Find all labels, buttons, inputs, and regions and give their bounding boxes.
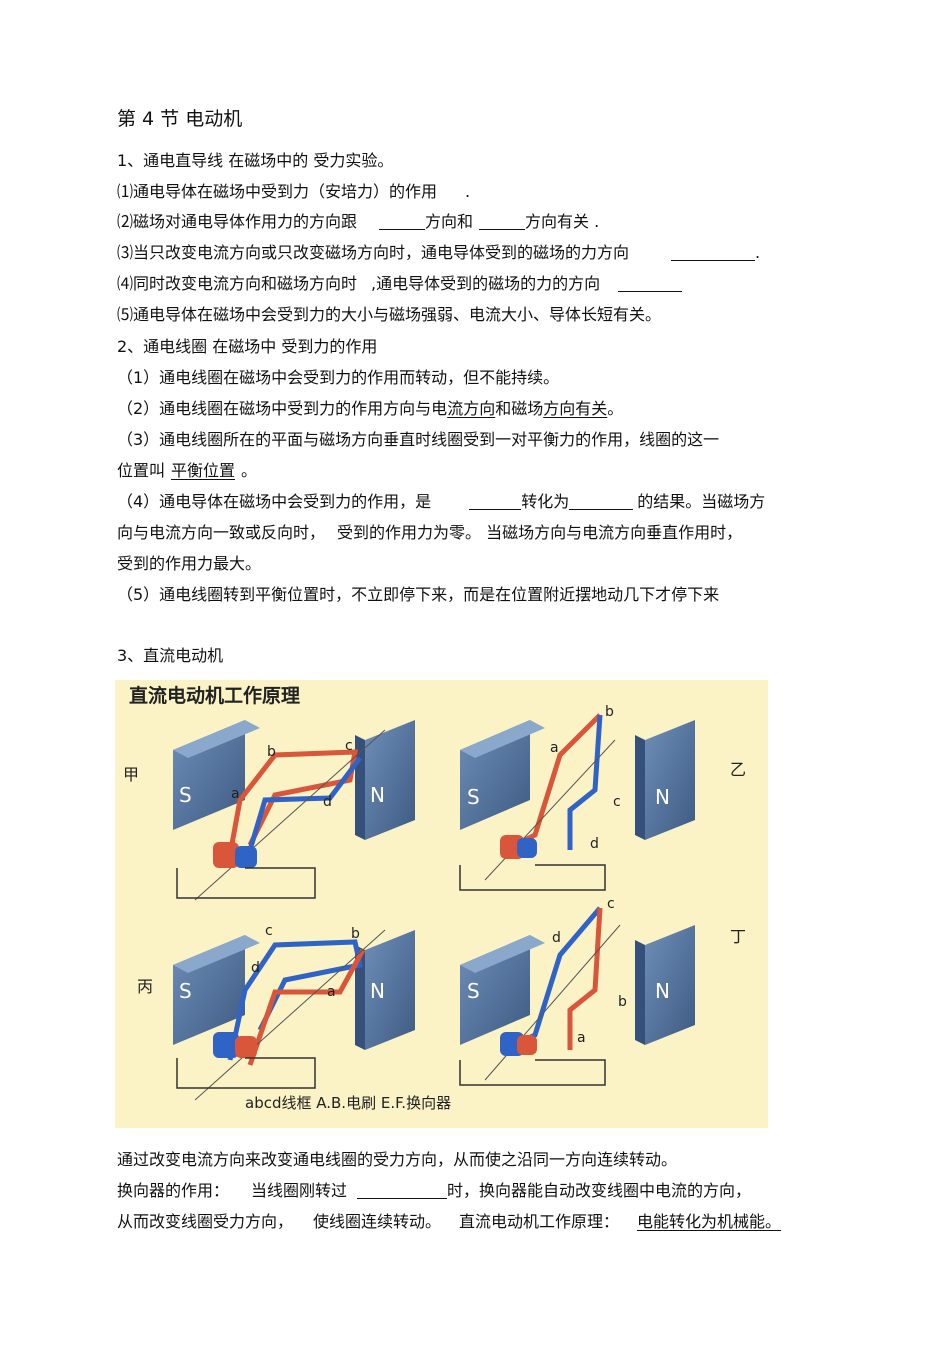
magnet-n — [645, 720, 695, 840]
pole-s: S — [179, 783, 192, 807]
pole-n: N — [655, 785, 670, 809]
s3-paragraph-3: 从而改变线圈受力方向，使线圈连续转动。直流电动机工作原理：电能转化为机械能。 — [117, 1212, 782, 1231]
s2-item-5: （5）通电线圈转到平衡位置时，不立即停下来，而是在位置附近摆地动几下才停下来 — [117, 585, 720, 604]
magnet-n — [365, 930, 415, 1050]
svg-text:b: b — [605, 704, 614, 720]
commutator — [213, 1032, 239, 1058]
page-title: 第 4 节 电动机 — [117, 108, 243, 130]
pole-n: N — [655, 979, 670, 1003]
answer-blank[interactable] — [479, 213, 526, 230]
svg-text:d: d — [552, 930, 561, 946]
dc-motor-figure: 直流电动机工作原理 abcd线框 A.B.电刷 E.F.换向器 甲 S N b … — [115, 680, 768, 1128]
s1-item-4: ⑷同时改变电流方向和磁场方向时,通电导体受到的磁场的力的方向 — [117, 273, 683, 295]
section-1-heading: 1、通电直导线 在磁场中的 受力实验。 — [117, 151, 394, 170]
figure-title: 直流电动机工作原理 — [129, 684, 300, 707]
coil-red — [567, 907, 603, 1050]
pole-s: S — [179, 979, 192, 1003]
svg-text:c: c — [265, 923, 273, 939]
svg-text:b: b — [618, 994, 627, 1010]
coil-blue — [247, 756, 362, 851]
answer-blank[interactable] — [618, 275, 683, 292]
s2-item-4-line-1: （4）通电导体在磁场中会受到力的作用，是转化为的结果。当磁场方 — [117, 492, 766, 511]
circuit — [176, 867, 316, 899]
s2-item-3-line-2: 位置叫平衡位置。 — [117, 461, 258, 480]
coil-red — [227, 749, 359, 856]
svg-text:d: d — [323, 794, 332, 810]
s1-item-2: ⑵磁场对通电导体作用力的方向跟方向和方向有关 . — [117, 212, 600, 231]
svg-text:b: b — [351, 926, 360, 942]
svg-text:c: c — [607, 896, 615, 912]
s2-item-4-line-2: 向与电流方向一致或反向时，受到的作用力为零。 当磁场方向与电流方向垂直作用时， — [117, 523, 743, 542]
answer-blank[interactable] — [569, 493, 634, 510]
svg-text:c: c — [613, 794, 621, 810]
s3-paragraph-1: 通过改变电流方向来改变通电线圈的受力方向，从而使之沿同一方向连续转动。 — [117, 1150, 678, 1169]
svg-text:d: d — [251, 960, 260, 976]
s2-item-1: （1）通电线圈在磁场中会受到力的作用而转动，但不能持续。 — [117, 368, 560, 387]
panel-bing: 丙 S N c b d a — [137, 923, 415, 1101]
svg-text:a: a — [327, 984, 336, 1000]
s2-item-4-line-3: 受到的作用力最大。 — [117, 554, 262, 573]
answer-blank[interactable] — [357, 1182, 448, 1199]
panel-ding: 丁 S N c d b a — [459, 896, 746, 1086]
panel-jia: 甲 S N b c a d — [123, 720, 415, 901]
figure-caption: abcd线框 A.B.电刷 E.F.换向器 — [245, 1094, 451, 1112]
s3-paragraph-2: 换向器的作用：当线圈刚转过时，换向器能自动改变线圈中电流的方向， — [117, 1181, 752, 1200]
s1-item-1: ⑴通电导体在磁场中受到力（安培力）的作用. — [117, 182, 471, 201]
s1-item-5: ⑸通电导体在磁场中会受到力的大小与磁场强弱、电流大小、导体长短有关。 — [117, 305, 662, 324]
circuit — [176, 1057, 316, 1089]
magnet-n — [365, 720, 415, 840]
s2-item-2: （2）通电线圈在磁场中受到力的作用方向与电流方向和磁场方向有关。 — [117, 399, 624, 418]
answer-blank[interactable] — [469, 493, 522, 510]
commutator — [213, 842, 239, 868]
pole-s: S — [467, 785, 480, 809]
section-3-heading: 3、直流电动机 — [117, 646, 224, 665]
svg-text:a: a — [577, 1030, 586, 1046]
circuit — [459, 1059, 606, 1086]
s2-item-3-line-1: （3）通电线圈所在的平面与磁场方向垂直时线圈受到一对平衡力的作用，线圈的这一 — [117, 430, 720, 449]
svg-text:d: d — [590, 836, 599, 852]
panel-yi: 乙 S N b a c d — [459, 704, 746, 891]
panel-label-yi: 乙 — [730, 760, 746, 779]
coil-blue — [567, 714, 603, 850]
coil-red — [247, 948, 366, 1066]
circuit — [459, 864, 606, 891]
pole-n: N — [370, 783, 385, 807]
answer-blank[interactable] — [671, 244, 756, 261]
panel-label-ding: 丁 — [730, 927, 746, 946]
pole-s: S — [467, 979, 480, 1003]
coil-blue — [227, 939, 363, 1061]
svg-text:b: b — [267, 744, 276, 760]
panel-label-jia: 甲 — [123, 765, 139, 784]
svg-text:a: a — [550, 740, 559, 756]
section-2-heading: 2、通电线圈 在磁场中 受到力的作用 — [117, 337, 378, 356]
pole-n: N — [370, 979, 385, 1003]
svg-text:a: a — [231, 786, 240, 802]
magnet-n — [645, 925, 695, 1045]
panel-label-bing: 丙 — [137, 977, 153, 996]
s1-item-3: ⑶当只改变电流方向或只改变磁场方向时，通电导体受到的磁场的力方向. — [117, 243, 761, 262]
svg-text:c: c — [345, 738, 353, 754]
answer-blank[interactable] — [379, 213, 426, 230]
dc-motor-diagram: 直流电动机工作原理 abcd线框 A.B.电刷 E.F.换向器 甲 S N b … — [123, 684, 746, 1112]
